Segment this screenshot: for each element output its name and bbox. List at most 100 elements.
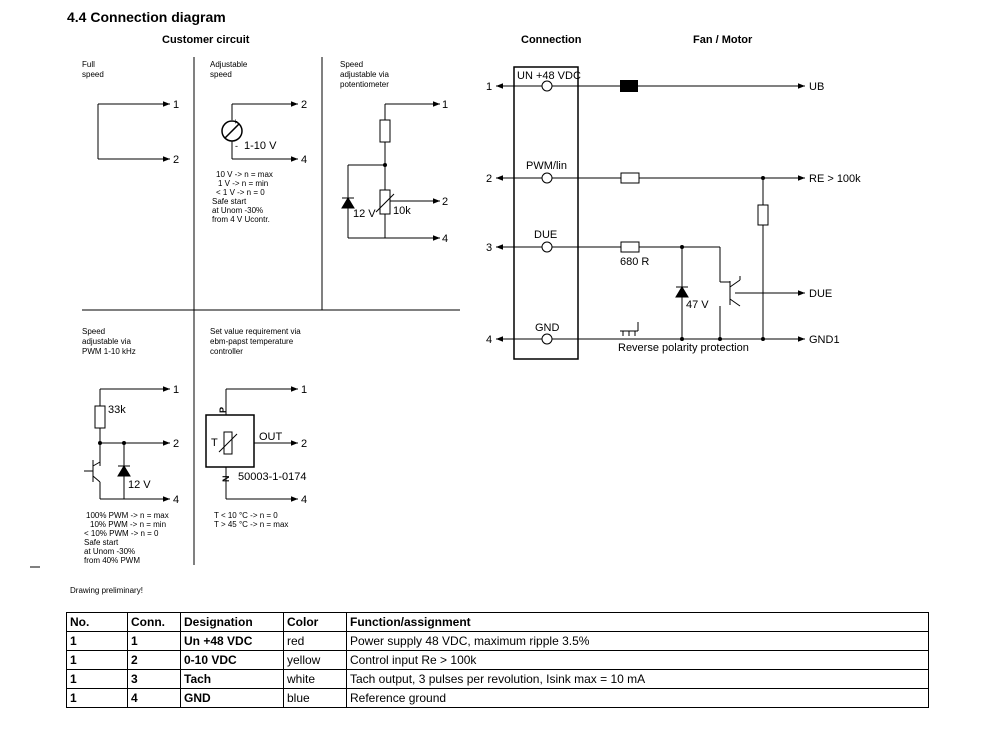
note-line: 10% PWM -> n = min (90, 520, 166, 529)
grid-lines (30, 57, 460, 568)
page-title: 4.4 Connection diagram (67, 9, 226, 25)
zener-diode-icon (341, 197, 355, 209)
cell-conn: 1 (127, 631, 181, 651)
controller-circuit: Set value requirement via ebm-papst temp… (205, 327, 307, 529)
cell-conn: 3 (127, 669, 181, 689)
header-color: Color (283, 612, 347, 632)
header-function: Function/assignment (346, 612, 929, 632)
terminal-icon (541, 172, 553, 184)
pin-number: 3 (486, 242, 492, 254)
terminal-icon (541, 80, 553, 92)
pin-label: 4 (442, 233, 448, 245)
pin-label: 2 (173, 154, 179, 166)
cell-no: 1 (66, 650, 128, 670)
full-speed-label: Full (82, 60, 95, 69)
header-no: No. (66, 612, 128, 632)
source-voltage-label: 1-10 V (244, 140, 277, 152)
cell-function: Tach output, 3 pulses per revolution, Is… (346, 669, 929, 689)
cell-no: 1 (66, 688, 128, 708)
pwm-label: PWM 1-10 kHz (82, 347, 136, 356)
pin-name: PWM/lin (526, 160, 567, 172)
cell-no: 1 (66, 631, 128, 651)
adjustable-label: speed (210, 70, 232, 79)
minus-sign: - (235, 141, 238, 151)
cell-designation: 0-10 VDC (180, 650, 284, 670)
pin-label: 4 (301, 494, 307, 506)
resistor-icon (620, 241, 640, 253)
pin-label: 4 (173, 494, 179, 506)
note-line: from 4 V Ucontr. (212, 215, 270, 224)
potentiometer-icon (379, 189, 391, 215)
pin-number: 1 (486, 81, 492, 93)
controller-label: controller (210, 347, 243, 356)
resistor-icon (620, 172, 640, 184)
cell-function: Reference ground (346, 688, 929, 708)
cell-conn: 2 (127, 650, 181, 670)
pin-label: 2 (442, 196, 448, 208)
note-line: Safe start (212, 197, 247, 206)
pin-label: 1 (173, 99, 179, 111)
cell-no: 1 (66, 669, 128, 689)
potentiometer-label: adjustable via (340, 70, 389, 79)
pin-target: DUE (809, 288, 832, 300)
reverse-polarity-diode-icon (620, 322, 639, 336)
note-line: < 1 V -> n = 0 (216, 188, 265, 197)
fan-motor-heading: Fan / Motor (693, 34, 753, 46)
zener-label: 47 V (686, 299, 709, 311)
plus-sign: + (233, 117, 238, 126)
pin-target: GND1 (809, 334, 840, 346)
pwm-circuit: Speed adjustable via PWM 1-10 kHz 33k 12… (82, 327, 179, 565)
resistor-label: 680 R (620, 256, 649, 268)
zener-diode-icon (117, 465, 131, 477)
transistor-icon (84, 460, 101, 483)
pin-number: 2 (486, 173, 492, 185)
pin-name: UN +48 VDC (517, 70, 581, 82)
pin-name: DUE (534, 229, 557, 241)
choke-icon (620, 80, 638, 92)
table-row: 1 1 Un +48 VDC red Power supply 48 VDC, … (66, 631, 929, 651)
customer-circuit-heading: Customer circuit (162, 34, 250, 46)
t-label: T (211, 437, 218, 449)
resistor-label: 33k (108, 404, 126, 416)
pin-target: RE > 100k (809, 173, 861, 185)
cell-color: yellow (283, 650, 347, 670)
preliminary-note: Drawing preliminary! (70, 586, 143, 595)
pin-label: 2 (301, 438, 307, 450)
cell-color: white (283, 669, 347, 689)
potentiometer-label: potentiometer (340, 80, 389, 89)
terminal-icon (541, 241, 553, 253)
zener-label: 12 V (353, 208, 376, 220)
n-label: N (221, 476, 231, 483)
note-line: 1 V -> n = min (218, 179, 268, 188)
transistor-icon (720, 276, 741, 307)
controller-label: ebm-papst temperature (210, 337, 294, 346)
note-line: T > 45 °C -> n = max (214, 520, 288, 529)
cell-function: Control input Re > 100k (346, 650, 929, 670)
adjustable-speed-circuit: Adjustable speed + - 1-10 V 2 4 10 V -> … (210, 60, 307, 224)
cell-designation: Tach (180, 669, 284, 689)
note-line: at Unom -30% (212, 206, 263, 215)
cell-designation: Un +48 VDC (180, 631, 284, 651)
part-number: 50003-1-0174 (238, 471, 307, 483)
potentiometer-circuit: Speed adjustable via potentiometer 12 V … (340, 60, 448, 245)
cell-color: blue (283, 688, 347, 708)
adjustable-label: Adjustable (210, 60, 248, 69)
assignment-table: No. Conn. Designation Color Function/ass… (66, 612, 929, 708)
connection-diagram: Full speed 1 2 Adjustable speed + - 1-10… (30, 57, 861, 568)
full-speed-label: speed (82, 70, 104, 79)
table-row: 1 4 GND blue Reference ground (66, 688, 929, 708)
header-conn: Conn. (127, 612, 181, 632)
note-line: Safe start (84, 538, 119, 547)
note-line: 10 V -> n = max (216, 170, 273, 179)
table-header-row: No. Conn. Designation Color Function/ass… (66, 612, 929, 632)
pot-label: 10k (393, 205, 411, 217)
zener-diode-icon (675, 286, 689, 298)
pin-label: 1 (442, 99, 448, 111)
cell-color: red (283, 631, 347, 651)
note-line: 100% PWM -> n = max (86, 511, 169, 520)
cell-function: Power supply 48 VDC, maximum ripple 3.5% (346, 631, 929, 651)
table-row: 1 3 Tach white Tach output, 3 pulses per… (66, 669, 929, 689)
reverse-polarity-label: Reverse polarity protection (618, 342, 749, 354)
potentiometer-label: Speed (340, 60, 363, 69)
p-label: P (218, 407, 228, 413)
